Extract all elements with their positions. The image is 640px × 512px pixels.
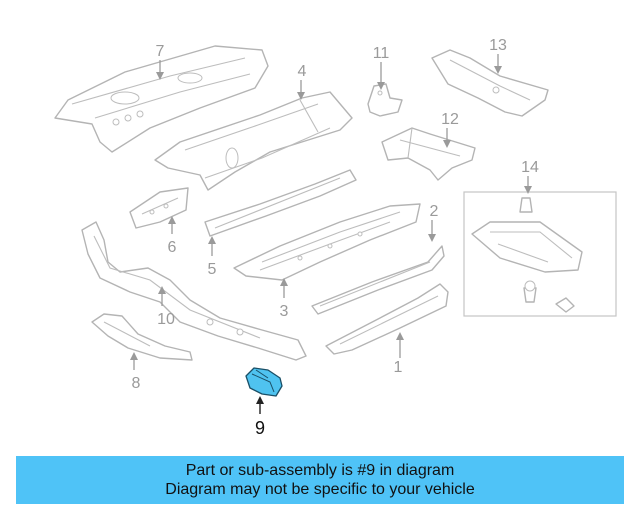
leader-lines [130,54,532,414]
callout-8: 8 [132,375,141,392]
callout-9: 9 [255,418,265,438]
part-1-drawing [325,283,449,355]
part-6-drawing [129,187,189,229]
banner-line-1: Part or sub-assembly is #9 in diagram [185,462,455,479]
callout-11: 11 [373,45,390,62]
part-7-drawing [54,45,269,153]
part-3-drawing [233,203,421,281]
callout-6: 6 [168,239,177,256]
part-5-drawing [204,169,357,237]
part-11-drawing [367,83,403,117]
callout-7: 7 [156,43,165,60]
callout-14: 14 [521,159,539,176]
callout-5: 5 [208,261,217,278]
callout-13: 13 [489,37,507,54]
callout-2: 2 [430,203,439,220]
info-banner: Part or sub-assembly is #9 in diagram Di… [16,456,624,504]
callout-12: 12 [441,111,459,128]
callout-3: 3 [280,303,289,320]
part-12-drawing [381,127,476,181]
part-10-drawing [81,221,307,361]
part-13-drawing [431,49,549,117]
part-2-drawing [311,245,445,315]
part-4-drawing [154,91,353,191]
callout-4: 4 [298,63,307,80]
part-14-inset [463,191,617,317]
part-8-drawing [91,313,193,361]
part-9-drawing [245,367,283,397]
callout-1: 1 [394,359,403,376]
callout-10: 10 [157,311,175,328]
banner-line-2: Diagram may not be specific to your vehi… [165,481,475,498]
